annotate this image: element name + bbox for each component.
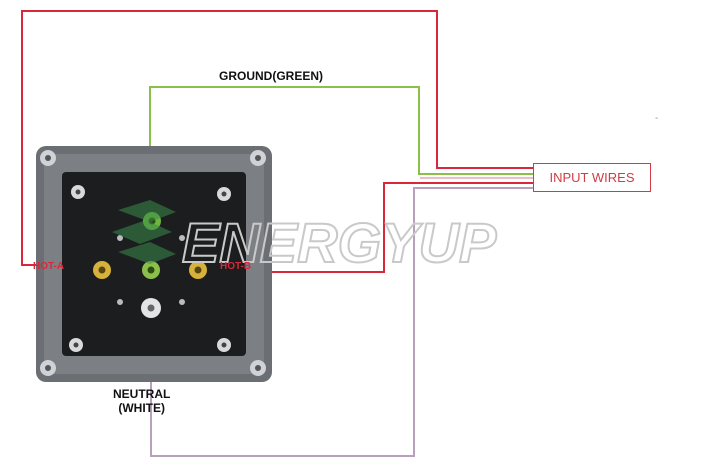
- neutral-label-line2: (WHITE): [118, 401, 165, 415]
- hot-b-label: HOT-B: [220, 261, 252, 272]
- hot-a-wire: [21, 10, 533, 266]
- hot-a-label: HOT-A: [33, 261, 65, 272]
- energyup-logo-text: ENERGYUP: [182, 211, 497, 274]
- neutral-label: NEUTRAL (WHITE): [113, 387, 170, 415]
- energyup-logo-icon: [112, 200, 176, 264]
- ground-wire: [149, 86, 533, 205]
- electrical-box-icon: [36, 146, 272, 382]
- neutral-wire: [150, 187, 533, 457]
- ground-label: GROUND(GREEN): [219, 69, 323, 83]
- input-wires-label: INPUT WIRES: [549, 170, 635, 185]
- input-wires-box: INPUT WIRES: [533, 163, 651, 192]
- stray-mark: -: [655, 113, 659, 124]
- neutral-label-line1: NEUTRAL: [113, 387, 171, 401]
- hot-b-wire: [250, 182, 533, 273]
